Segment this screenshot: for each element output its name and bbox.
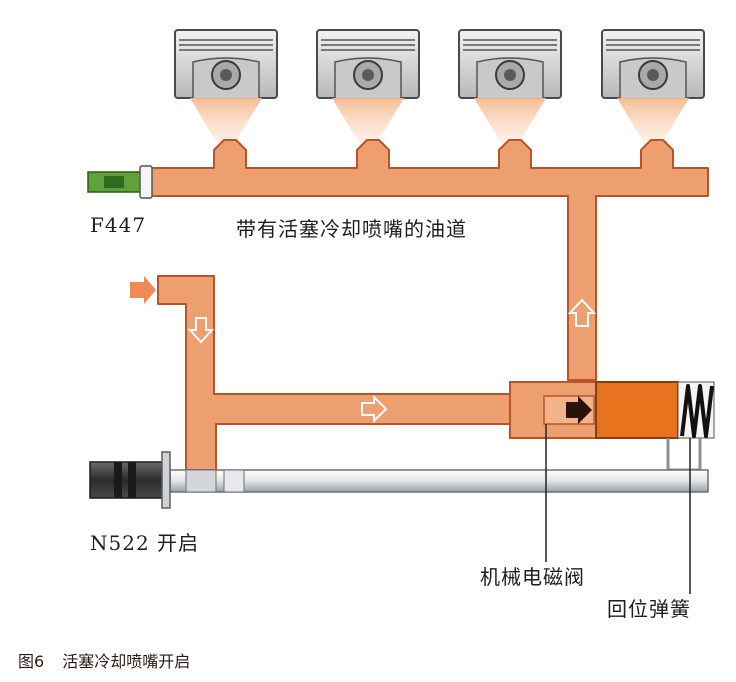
oil-passage (157, 275, 513, 471)
n522-solenoid-connector (89, 451, 171, 509)
piston (316, 29, 420, 99)
oil-gallery-label: 带有活塞冷却喷嘴的油道 (236, 217, 467, 241)
piston (458, 29, 562, 99)
flow-arrow-down-icon (187, 317, 215, 344)
oil-spray-cone (474, 98, 546, 148)
figure-title: 活塞冷却喷嘴开启 (62, 652, 191, 671)
oil-passage (149, 139, 709, 381)
n522-open-label: N522 开启 (90, 531, 200, 555)
solenoid-rod (169, 469, 709, 493)
oil-spray-cone (332, 98, 404, 148)
mech-valve-label: 机械电磁阀 (480, 565, 585, 589)
valve-direction-arrow-icon (566, 396, 592, 424)
figure-caption: 图6 活塞冷却喷嘴开启 (18, 648, 190, 672)
spring-icon (677, 381, 715, 439)
f447-label: F447 (90, 213, 147, 237)
piston (601, 29, 705, 99)
valve-body (595, 381, 679, 439)
rod-slot (223, 469, 245, 493)
flow-arrow-right-icon (361, 394, 388, 424)
piston (174, 29, 278, 99)
solenoid-rod-bracket (666, 438, 702, 472)
inlet-arrow-icon (130, 276, 156, 304)
oil-spray-cone (617, 98, 689, 148)
f447-pressure-sensor (87, 165, 153, 199)
return-spring-label: 回位弹簧 (607, 597, 691, 621)
oil-spray-cone (190, 98, 262, 148)
flow-arrow-up-icon (567, 298, 597, 327)
figure-number: 图6 (18, 652, 45, 671)
rod-slot (185, 469, 217, 493)
